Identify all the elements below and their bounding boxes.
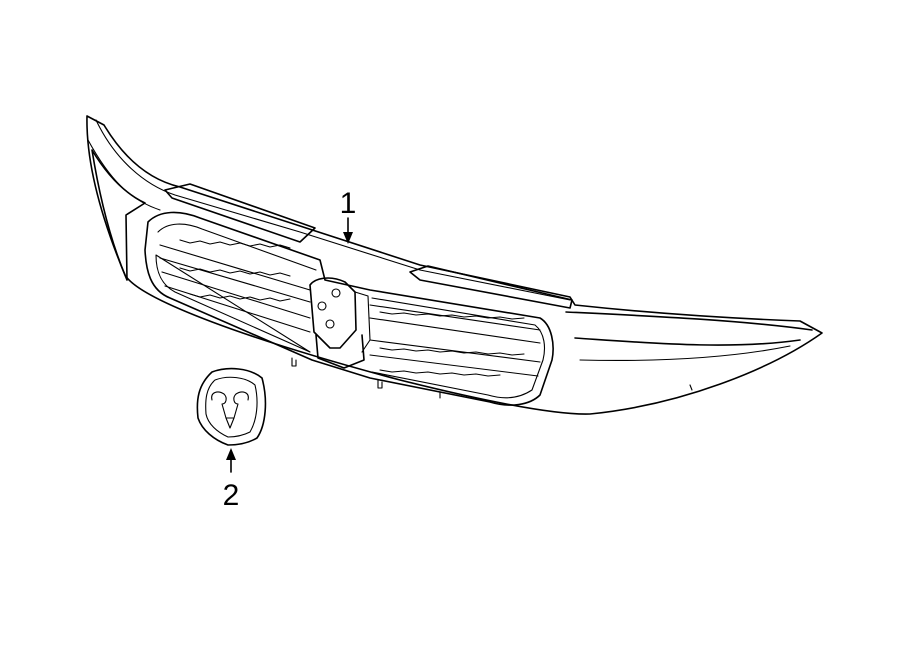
top-tab-right <box>409 265 573 309</box>
bottom-clip-1 <box>291 357 297 367</box>
callout-1-number: 1 <box>340 187 357 220</box>
grille-assembly <box>86 115 823 415</box>
mount-hole-1 <box>317 301 327 311</box>
mount-hole-2 <box>331 288 341 298</box>
callout-2-arrowhead <box>226 448 236 460</box>
bottom-clip-4 <box>689 384 693 391</box>
left-end-cap <box>91 149 146 281</box>
honeycomb-left <box>159 239 311 333</box>
center-bracket-side <box>354 291 371 353</box>
emblem-inner-shell <box>205 376 258 438</box>
ram-emblem <box>196 367 267 446</box>
grille-opening <box>144 211 554 406</box>
grille-top-lip <box>95 119 571 301</box>
callout-1-arrowhead <box>343 232 353 244</box>
callout-1: 1 <box>340 187 357 244</box>
honeycomb-right <box>369 304 541 377</box>
emblem-outer-shell <box>196 367 267 446</box>
top-tab-left <box>164 183 316 243</box>
ram-head-icon <box>211 391 249 429</box>
center-bracket-post <box>315 334 365 369</box>
grille-outer-bezel <box>86 115 823 415</box>
bottom-clip-2 <box>377 379 383 389</box>
right-wing-trim <box>565 311 813 346</box>
center-emblem-mount <box>309 277 357 349</box>
grille-opening-inner <box>155 223 545 399</box>
callout-2: 2 <box>223 448 240 512</box>
mount-hole-3 <box>325 319 335 329</box>
callout-2-number: 2 <box>223 479 240 512</box>
right-wing-inner <box>579 345 791 362</box>
